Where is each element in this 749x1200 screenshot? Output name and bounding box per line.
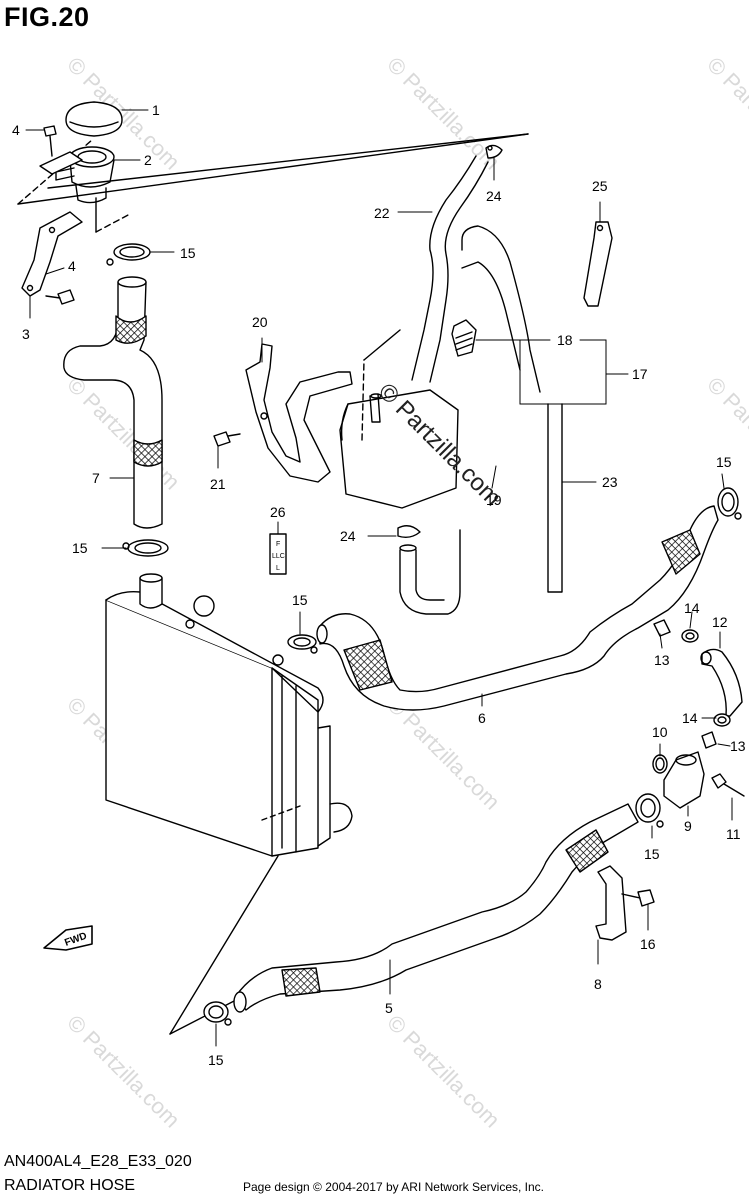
callout-15-right-top: 15 [716,454,732,470]
leader-line [95,213,131,233]
bolt-4 [45,289,75,305]
bypass-hose-12 [700,648,743,717]
model-code: AN400AL4_E28_E33_020 [4,1153,192,1170]
bolt-4 [43,125,57,157]
water-inlet-9 [663,751,705,809]
callout-16: 16 [640,936,656,952]
breather-hose-22 [411,155,541,393]
callout-9: 9 [684,818,692,834]
callout-14-lower: 14 [682,710,698,726]
hose-clamp-24 [485,144,503,159]
bracket-3 [21,211,83,297]
callout-6: 6 [478,710,486,726]
hose-clamp-24 [397,525,421,552]
radiator [105,573,353,857]
radiator-hose-6 [316,505,719,711]
callout-25: 25 [592,178,608,194]
callout-4-top: 4 [12,122,20,138]
assembly-frame-line [17,133,529,205]
callout-20: 20 [252,314,268,330]
llc-label-l: L [276,565,280,572]
overflow-hose-23 [547,403,563,593]
hose-clamp-15 [106,243,151,266]
o-ring-10 [652,754,668,774]
callout-15-right-lower: 15 [644,846,660,862]
reservoir-tank [339,329,459,509]
callout-15-radiator: 15 [72,540,88,556]
callout-26: 26 [270,504,286,520]
hose-clamp-15 [717,487,742,520]
callout-15-top: 15 [180,245,196,261]
callout-24-top: 24 [486,188,502,204]
callout-23: 23 [602,474,618,490]
callout-19: 19 [486,492,502,508]
callout-10: 10 [652,724,668,740]
callout-15-hose6: 15 [292,592,308,608]
callout-24-lower: 24 [340,528,356,544]
callout-13-lower: 13 [730,738,746,754]
callout-21: 21 [210,476,226,492]
callout-13-upper: 13 [654,652,670,668]
llc-label-text: LLC [272,553,285,560]
leader-line [169,855,279,1035]
callout-7: 7 [92,470,100,486]
callout-2: 2 [144,152,152,168]
callout-5: 5 [385,1000,393,1016]
llc-label-f: F [276,541,280,548]
figure-name: RADIATOR HOSE [4,1177,135,1194]
copyright-text: Page design © 2004-2017 by ARI Network S… [243,1180,545,1194]
figure-title: FIG.20 [4,2,90,32]
callout-15-bottom: 15 [208,1052,224,1068]
reservoir-cap-18 [451,319,477,357]
reservoir-bracket-20 [245,343,353,483]
hose-clamp-15 [635,793,664,828]
small-hose-clamp-14 [681,629,699,643]
bolt-16 [621,889,655,907]
union-bolt-13 [701,731,717,749]
callout-22: 22 [374,205,390,221]
assembly-frame-line [47,133,529,189]
bolt-21 [213,431,241,447]
callout-12: 12 [712,614,728,630]
callout-14-upper: 14 [684,600,700,616]
small-hose-clamp-14 [713,713,731,727]
hose-bracket-8 [595,865,627,941]
radiator-cap [65,101,123,137]
hose-clamp-15 [287,634,318,654]
callout-3: 3 [22,326,30,342]
washer-plate [39,151,83,175]
strap-25 [583,221,613,307]
callout-1: 1 [152,102,160,118]
union-bolt-13 [653,619,671,637]
callout-8: 8 [594,976,602,992]
hose-clamp-15 [122,539,169,557]
callout-11: 11 [726,826,741,842]
callout-4-lower: 4 [68,258,76,274]
tank-drain-hose [399,529,461,615]
radiator-hose-5 [233,803,639,1013]
callout-18: 18 [557,332,573,348]
hose-clamp-15 [203,1001,232,1026]
upper-hose-7 [63,276,163,529]
callout-17: 17 [632,366,648,382]
bolt-11 [711,773,745,797]
callout-leaders [25,109,733,1047]
fwd-arrow-icon [43,925,93,951]
